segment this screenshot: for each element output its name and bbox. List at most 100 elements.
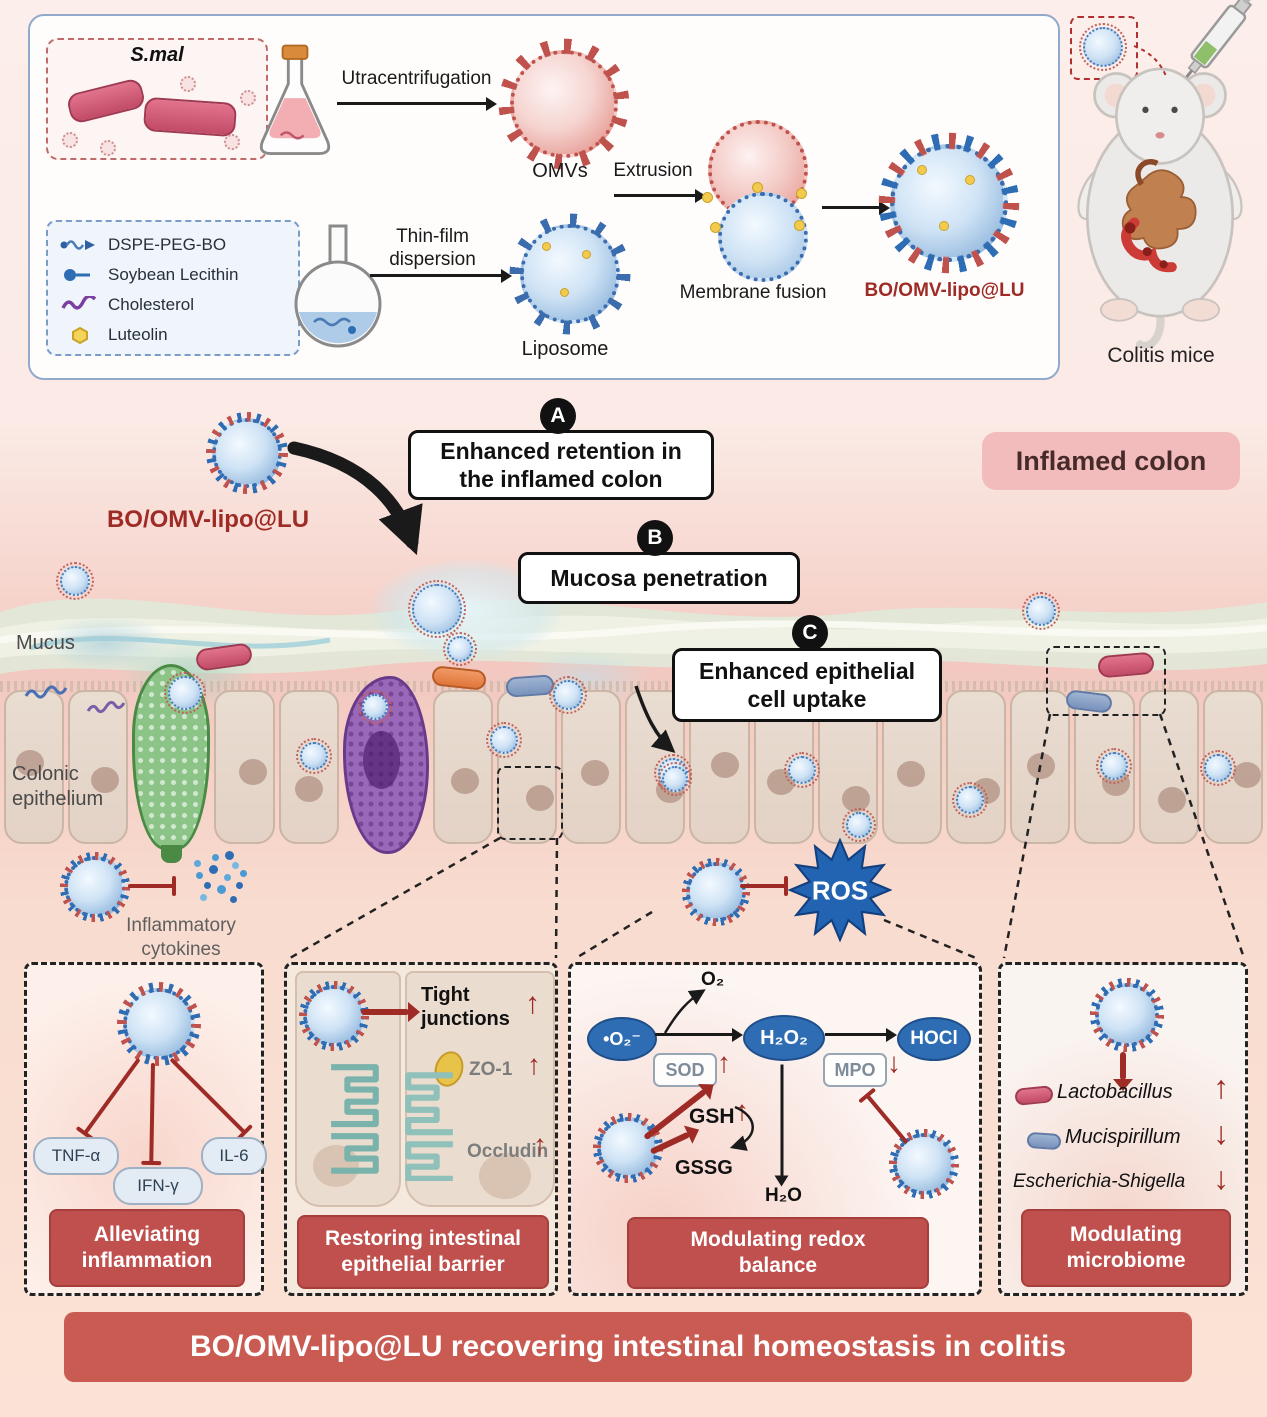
cytokine-tnf-label: TNF-α xyxy=(33,1137,119,1175)
dspe-peg-bo-icon xyxy=(60,240,95,250)
escherichia-shigella-label: Escherichia-Shigella xyxy=(1013,1171,1186,1192)
inflamed-colon-label: Inflamed colon xyxy=(982,432,1240,490)
mucus-label: Mucus xyxy=(16,632,75,654)
flagellate-bacterium-icon xyxy=(86,700,126,714)
cell-nucleus xyxy=(841,786,870,812)
product-nanoparticle xyxy=(893,1133,955,1195)
reaction-arrow xyxy=(655,1027,743,1042)
product-nanoparticle xyxy=(686,862,746,922)
ultracentrifugation-label: Utracentrifugation xyxy=(341,68,492,89)
cell-nucleus xyxy=(239,759,268,785)
legend-item-label: Cholesterol xyxy=(108,295,194,314)
product-nanoparticle xyxy=(64,856,126,918)
bacteria-species-label: S.mal xyxy=(130,44,184,66)
luteolin-dot xyxy=(752,182,763,193)
caption-restoring-barrier: Restoring intestinal epithelial barrier xyxy=(297,1215,549,1289)
liposome-label: Liposome xyxy=(521,338,609,360)
luteolin-dot xyxy=(794,220,805,231)
cell-nucleus xyxy=(1232,762,1261,788)
bacterium xyxy=(505,674,555,698)
product-nanoparticle xyxy=(597,1117,659,1179)
membrane-fusion-label: Membrane fusion xyxy=(679,282,827,303)
omv-dot xyxy=(100,140,116,156)
panel-alleviating-inflammation: TNF-α IFN-γ IL-6 Alleviating inflammatio… xyxy=(24,962,267,1296)
promotion-arrow xyxy=(1120,1052,1126,1080)
bacteria-source-box: S.mal xyxy=(46,38,268,160)
colitis-mouse-illustration xyxy=(1077,67,1243,348)
epithelial-cell xyxy=(68,690,129,844)
omv-dot xyxy=(224,134,240,150)
soybean-lecithin-icon xyxy=(64,269,90,281)
summary-banner: BO/OMV-lipo@LU recovering intestinal hom… xyxy=(64,1312,1192,1382)
product-nanoparticle xyxy=(212,418,282,488)
cytokine-dots xyxy=(196,872,203,879)
step-b-badge: B xyxy=(637,520,673,556)
down-arrow: ↓ xyxy=(1213,1160,1229,1196)
ros-burst: ROS xyxy=(788,838,892,942)
gssg-label: GSSG xyxy=(675,1157,733,1179)
up-arrow: ↑ xyxy=(525,987,540,1020)
cell-nucleus xyxy=(1102,770,1131,796)
caption-microbiome: Modulating microbiome xyxy=(1021,1209,1231,1287)
cell-nucleus xyxy=(1157,787,1186,813)
mucispirillum-icon xyxy=(1026,1131,1062,1151)
panel-redox-balance: •O₂⁻ O₂ SOD ↑ H₂O₂ MPO ↓ HOCl GSH ↑ GSSG… xyxy=(568,962,982,1296)
omv-dot xyxy=(240,90,256,106)
step-a-box: Enhanced retention in the inflamed colon xyxy=(408,430,714,500)
epithelial-cell xyxy=(946,690,1007,844)
lactobacillus-label: Lactobacillus xyxy=(1057,1081,1173,1103)
synthesis-scheme-panel: S.mal Utracentrifugation OMVs DSPE-PE xyxy=(28,14,1060,380)
luteolin-dot xyxy=(702,192,713,203)
flagellate-bacterium-icon xyxy=(24,685,68,699)
bacterium-icon xyxy=(65,77,147,125)
up-arrow: ↑ xyxy=(533,1129,547,1160)
culture-flask-icon xyxy=(259,44,331,155)
cell-nucleus xyxy=(450,768,479,794)
luteolin-dot xyxy=(710,222,721,233)
luteolin-icon xyxy=(72,326,88,344)
luteolin-dot xyxy=(796,188,807,199)
down-arrow: ↓ xyxy=(887,1047,901,1078)
cell-nucleus xyxy=(313,1145,359,1187)
gsh-label: GSH xyxy=(689,1105,735,1128)
mpo-label: MPO xyxy=(823,1053,887,1087)
process-arrow xyxy=(614,188,706,203)
h2o2-node: H₂O₂ xyxy=(743,1015,825,1061)
process-arrow xyxy=(822,200,890,215)
up-arrow: ↑ xyxy=(717,1047,731,1078)
legend-item-label: Soybean Lecithin xyxy=(108,265,239,284)
o2-label: O₂ xyxy=(701,969,725,990)
epithelial-cell xyxy=(432,690,493,844)
step-c-badge: C xyxy=(792,615,828,651)
promotion-arrow xyxy=(361,1002,420,1022)
inhibition-tbar xyxy=(128,876,176,896)
cell-nucleus xyxy=(16,750,44,776)
epithelial-cell xyxy=(561,690,622,844)
occludin-label: Occludin xyxy=(467,1141,549,1162)
bacterium-icon xyxy=(142,96,238,138)
o2-branch-arrow xyxy=(663,989,706,1034)
thin-film-label: Thin-film dispersion xyxy=(389,226,476,270)
mucus-wave xyxy=(0,598,1267,674)
zoom-region-barrier xyxy=(497,766,563,840)
cytokine-il6-label: IL-6 xyxy=(201,1137,267,1175)
up-arrow: ↑ xyxy=(1213,1069,1229,1105)
caption-redox-balance: Modulating redox balance xyxy=(627,1217,929,1289)
reaction-arrow xyxy=(825,1027,897,1042)
tight-junction-proteins xyxy=(331,1064,453,1181)
cell-nucleus xyxy=(896,761,925,787)
epithelial-cell xyxy=(278,690,339,844)
liposome-vesicle xyxy=(520,224,620,324)
step-a-badge: A xyxy=(540,398,576,434)
cell-nucleus xyxy=(656,777,685,803)
hocl-node: HOCl xyxy=(897,1017,971,1061)
goblet-cell xyxy=(132,664,211,863)
up-arrow: ↑ xyxy=(527,1049,541,1080)
inflammatory-cytokines-label: Inflammatory cytokines xyxy=(126,915,236,960)
cell-nucleus xyxy=(91,767,120,793)
nanoparticle xyxy=(1078,22,1128,72)
zoom-region-microbiome xyxy=(1046,646,1166,716)
down-arrow: ↓ xyxy=(1213,1115,1229,1151)
inhibition-tbar xyxy=(865,1094,909,1145)
inhibition-tbar xyxy=(169,1057,246,1134)
